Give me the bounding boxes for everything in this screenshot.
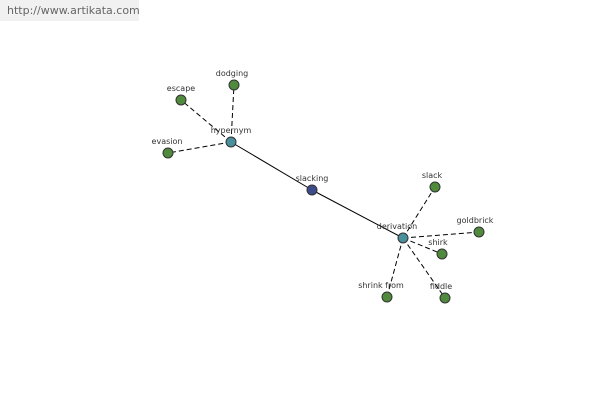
node-label-slack: slack (422, 171, 443, 180)
node-slacking[interactable] (306, 184, 318, 196)
edge-hypernym-evasion (167, 141, 232, 154)
node-label-slacking: slacking (296, 174, 329, 183)
graph-nodes (162, 79, 485, 304)
edge-hypernym-dodging (230, 84, 235, 143)
node-label-hypernym: hypernym (211, 126, 252, 135)
edge-hypernym-escape (180, 99, 232, 143)
node-escape[interactable] (175, 94, 187, 106)
edge-derivation-shrink-from (386, 237, 404, 298)
node-shirk[interactable] (436, 248, 448, 260)
node-goldbrick[interactable] (473, 226, 485, 238)
node-slack[interactable] (429, 181, 441, 193)
edge-derivation-goldbrick (402, 231, 480, 239)
node-label-evasion: evasion (152, 137, 183, 146)
node-hypernym[interactable] (225, 136, 237, 148)
node-evasion[interactable] (162, 147, 174, 159)
node-label-shrink-from: shrink from (358, 281, 404, 290)
edge-slacking-derivation (311, 189, 404, 239)
node-label-escape: escape (167, 84, 195, 93)
edge-derivation-slack (402, 186, 436, 239)
graph-labels: slacking hypernym derivation escape dodging e… (152, 69, 494, 291)
edge-derivation-shirk (402, 237, 443, 255)
node-label-dodging: dodging (216, 69, 249, 78)
node-dodging[interactable] (228, 79, 240, 91)
node-label-fiddle: fiddle (430, 282, 452, 291)
graph-edges (167, 84, 480, 299)
edge-derivation-fiddle (402, 237, 446, 299)
node-shrink-from[interactable] (381, 291, 393, 303)
site-link[interactable]: http://www.artikata.com (0, 0, 140, 21)
node-derivation[interactable] (397, 232, 409, 244)
node-label-goldbrick: goldbrick (457, 216, 494, 225)
node-label-derivation: derivation (377, 222, 417, 231)
node-fiddle[interactable] (439, 292, 451, 304)
node-label-shirk: shirk (428, 238, 448, 247)
edge-hypernym-slacking (230, 141, 313, 191)
